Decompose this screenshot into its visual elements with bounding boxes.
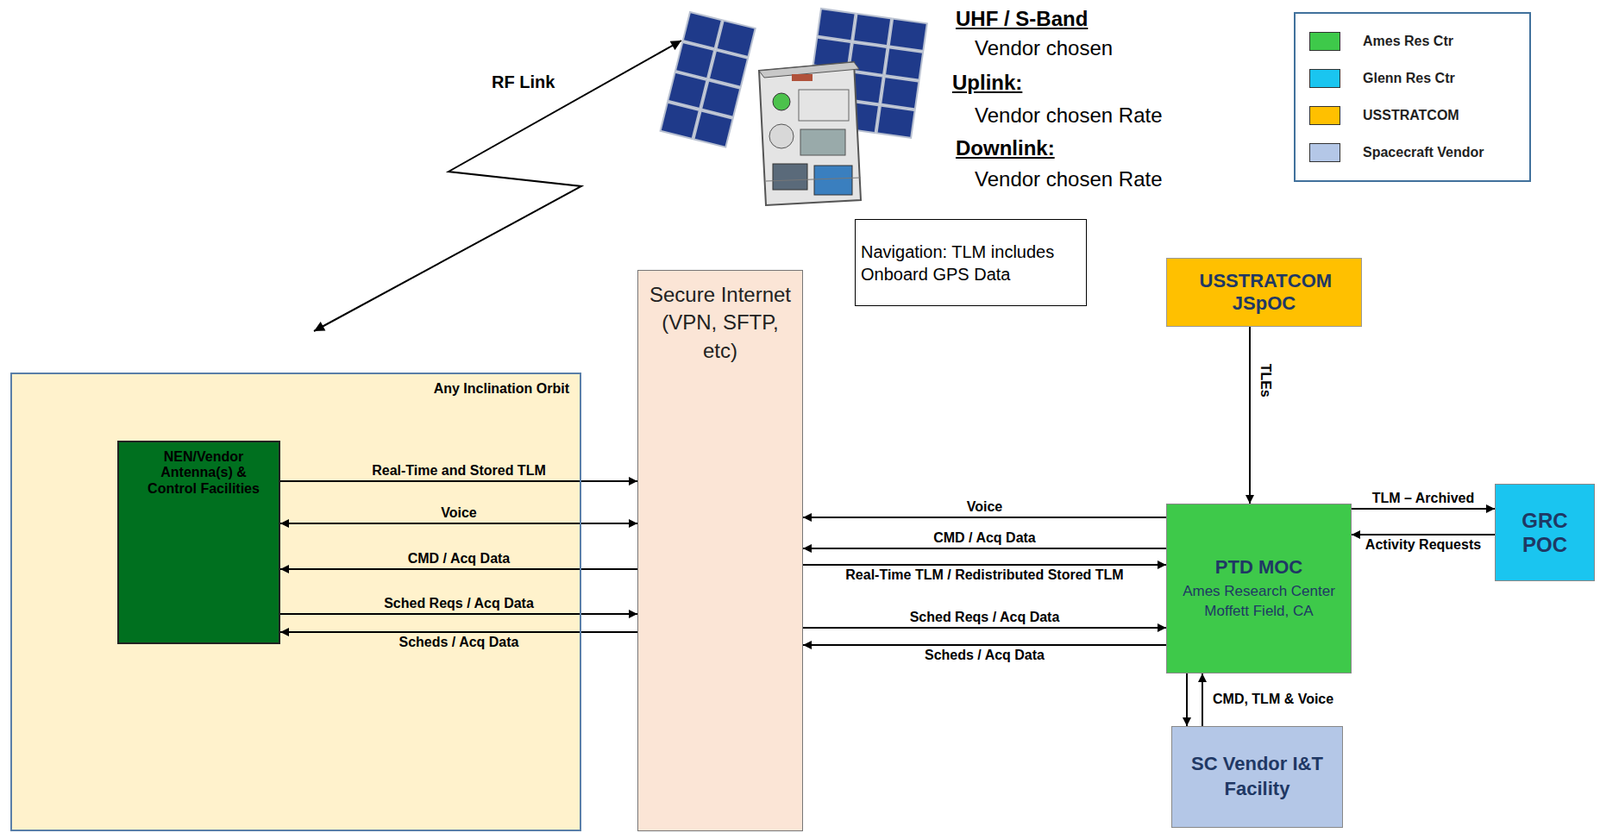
spec-text: UHF / S-Band [955, 6, 1088, 32]
connector-label: Sched Reqs / Acq Data [909, 609, 1061, 626]
connector-label: Scheds / Acq Data [924, 647, 1045, 664]
legend-row: Spacecraft Vendor [1309, 143, 1516, 163]
connector-arrow [803, 627, 1167, 629]
connector-arrow [280, 522, 638, 525]
connector-arrow [803, 644, 1167, 647]
node-text: PTD MOC [1215, 556, 1303, 579]
rf-link-line [313, 40, 682, 332]
satellite-part [798, 89, 849, 121]
connector-arrow [280, 631, 638, 634]
legend-text: Glenn Res Ctr [1362, 70, 1456, 87]
node-text: Ames Research Center Moffett Field, CA [1174, 582, 1344, 622]
satellite-part [772, 93, 791, 111]
connector-label: CMD, TLM & Voice [1212, 691, 1334, 708]
legend-row: Ames Res Ctr [1309, 31, 1516, 51]
connector-label: CMD / Acq Data [407, 551, 511, 567]
connector-arrow [803, 516, 1167, 519]
org-box: GRC POC [1494, 483, 1595, 582]
satellite-body [759, 62, 861, 206]
node-text: Secure Internet (VPN, SFTP, etc) [641, 281, 799, 365]
connector-label: Voice [440, 505, 477, 521]
satellite-part [765, 177, 861, 182]
legend-row: USSTRATCOM [1309, 106, 1516, 126]
spec-text: Downlink: [955, 136, 1055, 161]
node-text: GRC POC [1504, 508, 1586, 557]
connector-label: Voice [966, 499, 1004, 515]
operations-center-box: PTD MOC Ames Research Center Moffett Fiel… [1166, 503, 1352, 674]
satellite-part [769, 124, 794, 149]
connector-label: TLEs [1256, 363, 1273, 398]
connector-arrow [803, 564, 1167, 566]
connector-arrow [280, 613, 638, 615]
ground-station-box: NEN/Vendor Antenna(s) & Control Faciliti… [117, 440, 281, 645]
connector-arrow [1201, 673, 1204, 727]
connector-label: Sched Reqs / Acq Data [383, 596, 534, 612]
legend-row: Glenn Res Ctr [1309, 69, 1516, 88]
spec-text: Vendor chosen Rate [974, 103, 1163, 128]
node-text: NEN/Vendor Antenna(s) & Control Faciliti… [138, 449, 269, 497]
connector-label: CMD / Acq Data [933, 530, 1036, 546]
network-column: Secure Internet (VPN, SFTP, etc) [637, 269, 804, 832]
node-text: USSTRATCOM JSpOC [1199, 269, 1330, 316]
connector-arrow [1185, 673, 1188, 727]
legend-swatch [1309, 31, 1341, 51]
legend-text: Spacecraft Vendor [1362, 144, 1485, 161]
legend-text: Ames Res Ctr [1362, 33, 1454, 50]
link-label: RF Link [491, 72, 555, 93]
spec-text: Uplink: [952, 70, 1023, 95]
satellite-part [814, 165, 853, 195]
satellite-part [800, 129, 846, 156]
legend-swatch [1309, 143, 1341, 163]
note-box: Navigation: TLM includes Onboard GPS Dat… [854, 219, 1087, 307]
legend-swatch [1309, 69, 1341, 88]
connector-label: Scheds / Acq Data [398, 634, 519, 651]
spec-text: Vendor chosen [974, 36, 1113, 61]
node-text: Navigation: TLM includes Onboard GPS Dat… [860, 240, 1058, 286]
connector-arrow [1351, 508, 1495, 510]
satellite-part [791, 74, 813, 82]
connector-arrow [803, 547, 1167, 550]
satellite-illustration [660, 8, 928, 206]
spec-text: Vendor chosen Rate [974, 167, 1163, 192]
connector-label: Real-Time TLM / Redistributed Stored TLM [845, 567, 1124, 584]
legend-text: USSTRATCOM [1362, 107, 1460, 124]
legend-swatch [1309, 106, 1341, 126]
org-box: USSTRATCOM JSpOC [1166, 257, 1362, 327]
satellite-part [772, 163, 808, 190]
legend-box: Ames Res CtrGlenn Res CtrUSSTRATCOM Space… [1293, 12, 1531, 182]
connector-arrow [280, 568, 638, 571]
node-text: Any Inclination Orbit [433, 381, 570, 397]
node-text: SC Vendor I&T Facility [1188, 752, 1327, 802]
connector-label: Activity Requests [1365, 537, 1481, 553]
band-fill [10, 372, 582, 832]
connector-arrow [1248, 326, 1251, 504]
connector-arrow [1351, 533, 1495, 536]
facility-box: SC Vendor I&T Facility [1171, 726, 1343, 829]
connector-label: Real-Time and Stored TLM [371, 463, 546, 479]
connector-label: TLM – Archived [1372, 490, 1475, 507]
connector-arrow [280, 480, 638, 483]
solar-panel-left [660, 12, 756, 148]
